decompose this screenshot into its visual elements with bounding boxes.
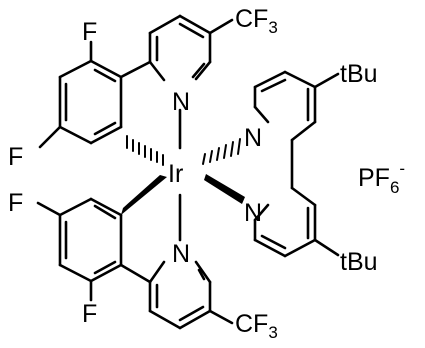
bipyridine-upper-ring bbox=[253, 70, 340, 142]
lower-difluorophenyl-ring bbox=[36, 197, 123, 302]
bipyridine-upper-n-label: N bbox=[244, 124, 262, 152]
cf3-label-lower: CF3 bbox=[235, 310, 278, 342]
tert-butyl-label-lower: tBu bbox=[340, 248, 378, 276]
iridium-atom-label: Ir bbox=[168, 160, 183, 188]
cf3-label-upper: CF3 bbox=[235, 5, 278, 37]
coordination-bonds bbox=[121, 108, 245, 242]
upper-difluorophenyl-ring bbox=[38, 40, 123, 149]
counterion-label: PF6- bbox=[358, 159, 405, 197]
tert-butyl-label-upper: tBu bbox=[340, 60, 378, 88]
upper-biaryl-bond bbox=[119, 60, 152, 79]
fluorine-label-upper-top: F bbox=[82, 18, 97, 46]
upper-pyridine-ring bbox=[148, 14, 234, 82]
fluorine-label-lower-left: F bbox=[8, 189, 23, 217]
upper-pyridine-n-label: N bbox=[172, 88, 190, 116]
lower-pyridine-ring bbox=[148, 260, 234, 330]
fluorine-label-lower-bottom: F bbox=[82, 300, 97, 328]
lower-biaryl-bond bbox=[119, 263, 152, 284]
lower-pyridine-n-label: N bbox=[172, 240, 190, 268]
fluorine-label-upper-left: F bbox=[8, 143, 23, 171]
bipyridine-lower-ring bbox=[253, 186, 340, 258]
bipyridine-lower-n-label: N bbox=[244, 199, 262, 227]
